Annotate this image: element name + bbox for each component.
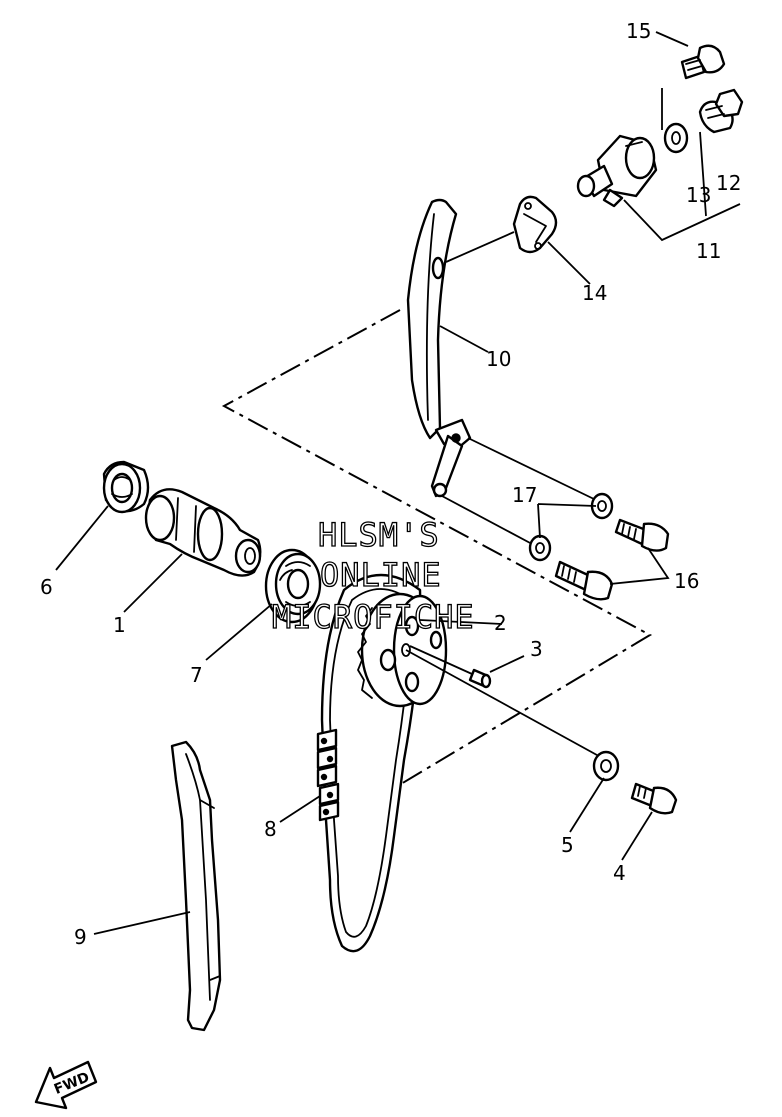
guide-pivot-leader-a — [467, 437, 597, 501]
callout-17: 17 — [512, 483, 537, 507]
sprocket-axis-leader — [405, 649, 607, 761]
callout-6: 6 — [40, 575, 53, 599]
bolt-16-leader — [609, 547, 670, 585]
chain-links — [316, 728, 340, 822]
callout-5: 5 — [561, 833, 574, 857]
chain-guide-9 — [170, 740, 222, 1032]
tensioner-leader — [623, 88, 741, 242]
callout-numbers: 1 2 3 4 5 6 7 8 9 10 11 12 13 14 15 16 1… — [40, 19, 741, 949]
callout-10: 10 — [486, 347, 511, 371]
callout-3: 3 — [530, 637, 543, 661]
guide-pivot-leader-b — [441, 495, 533, 545]
callout-16: 16 — [674, 569, 699, 593]
gasket-14 — [512, 195, 558, 254]
dowel-leader — [409, 645, 525, 675]
watermark-line-1: HLSM'S — [318, 516, 440, 554]
camshaft-1 — [144, 488, 262, 577]
bolt-16-lower — [554, 560, 614, 601]
cam-sprocket-2 — [357, 592, 448, 708]
callout-13: 13 — [686, 183, 711, 207]
tensioner-assembly-11 — [576, 134, 658, 208]
bolt-15 — [680, 44, 726, 80]
callout-14: 14 — [582, 281, 607, 305]
callout-15: 15 — [626, 19, 651, 43]
dowel-pin-3 — [468, 668, 492, 689]
washer-17-lower — [528, 534, 552, 562]
callout-11: 11 — [696, 239, 721, 263]
washer-5 — [592, 750, 620, 782]
callout-9: 9 — [74, 925, 87, 949]
bearing-7 — [264, 548, 322, 624]
bolt-4 — [630, 782, 678, 815]
callout-2: 2 — [494, 611, 507, 635]
watermark: HLSM'S ONLINE MICROFICHE — [271, 515, 475, 636]
gasket-leader — [445, 231, 515, 263]
sprocket-leader — [419, 619, 503, 625]
bearing-6 — [102, 460, 150, 514]
callout-1: 1 — [113, 613, 126, 637]
watermark-line-2: ONLINE — [320, 556, 442, 594]
callout-8: 8 — [264, 817, 277, 841]
bolt-16-upper — [614, 518, 670, 552]
cap-bolt-12 — [698, 88, 744, 134]
gasket-13 — [663, 122, 689, 154]
callout-7: 7 — [190, 663, 203, 687]
chain-guide-10 — [406, 198, 472, 498]
callout-leaders — [55, 31, 689, 935]
watermark-line-3: MICROFICHE — [272, 598, 475, 636]
fwd-direction-badge: FWD — [34, 1060, 98, 1110]
callout-12: 12 — [716, 171, 741, 195]
callout-4: 4 — [613, 861, 626, 885]
